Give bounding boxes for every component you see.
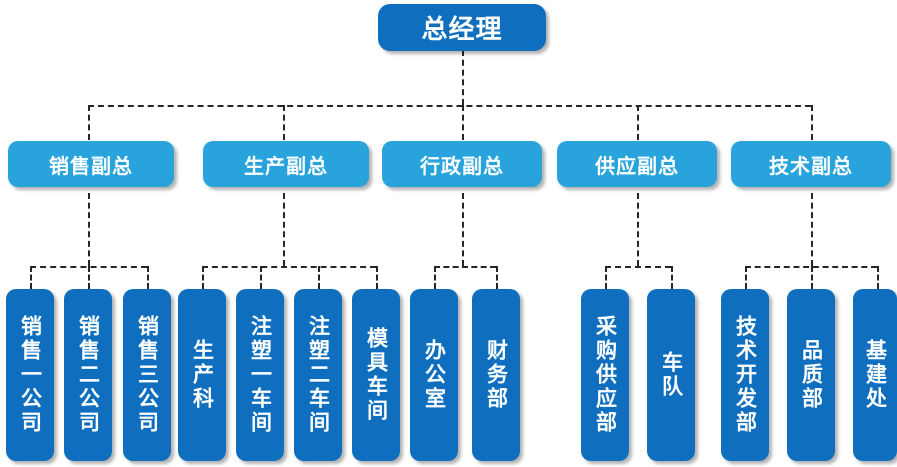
node-label: 技术副总: [769, 155, 853, 178]
connector-technical-stem: [811, 193, 813, 266]
connector-sales-stem: [88, 193, 90, 266]
node-sales-company-1[interactable]: 销售一公司: [6, 289, 54, 461]
node-label: 销售副总: [49, 155, 133, 178]
connector-sales-child-1: [30, 266, 32, 289]
node-label: 注塑一车间: [248, 315, 272, 435]
node-quality-department[interactable]: 品质部: [787, 289, 835, 461]
node-label: 销售三公司: [135, 315, 159, 435]
connector-admin-bus: [434, 266, 496, 268]
connector-production-child-3: [318, 266, 320, 289]
node-label: 销售二公司: [76, 315, 100, 435]
node-injection-workshop-2[interactable]: 注塑二车间: [294, 289, 342, 461]
node-label: 供应副总: [595, 155, 679, 178]
node-label: 注塑二车间: [306, 315, 330, 435]
node-label: 采购供应部: [593, 315, 617, 435]
node-procurement-department[interactable]: 采购供应部: [581, 289, 629, 461]
connector-drop-technical: [811, 105, 813, 140]
node-label: 行政副总: [420, 155, 504, 178]
node-injection-workshop-1[interactable]: 注塑一车间: [236, 289, 284, 461]
node-label: 生产科: [190, 339, 214, 411]
node-infrastructure-office[interactable]: 基建处: [853, 289, 897, 461]
connector-production-child-1: [202, 266, 204, 289]
connector-supply-bus: [605, 266, 671, 268]
connector-admin-child-2: [496, 266, 498, 289]
node-label: 销售一公司: [18, 315, 42, 435]
node-mold-workshop[interactable]: 模具车间: [352, 289, 400, 461]
connector-sales-child-3: [147, 266, 149, 289]
node-label: 生产副总: [244, 155, 328, 178]
connector-technical-child-1: [745, 266, 747, 289]
connector-supply-child-1: [605, 266, 607, 289]
connector-root-stem: [462, 50, 464, 105]
node-sales-company-2[interactable]: 销售二公司: [64, 289, 112, 461]
node-sales-company-3[interactable]: 销售三公司: [123, 289, 171, 461]
connector-sales-child-2: [88, 266, 90, 289]
connector-production-stem: [283, 193, 285, 266]
connector-production-child-4: [376, 266, 378, 289]
connector-admin-stem: [462, 193, 464, 266]
node-finance-department[interactable]: 财务部: [472, 289, 520, 461]
node-sales-vp[interactable]: 销售副总: [8, 141, 174, 187]
node-fleet[interactable]: 车队: [647, 289, 695, 461]
connector-drop-production: [283, 105, 285, 140]
connector-production-child-2: [260, 266, 262, 289]
connector-admin-child-1: [434, 266, 436, 289]
node-label: 基建处: [863, 339, 887, 411]
node-label: 办公室: [422, 339, 446, 411]
connector-drop-admin: [462, 105, 464, 140]
connector-supply-child-2: [671, 266, 673, 289]
node-admin-vp[interactable]: 行政副总: [382, 141, 542, 187]
node-production-vp[interactable]: 生产副总: [203, 141, 369, 187]
node-label: 财务部: [484, 339, 508, 411]
connector-drop-sales: [88, 105, 90, 140]
node-technical-vp[interactable]: 技术副总: [731, 141, 891, 187]
connector-level1-bus: [88, 105, 811, 107]
connector-technical-child-3: [877, 266, 879, 289]
node-supply-vp[interactable]: 供应副总: [557, 141, 717, 187]
node-production-department[interactable]: 生产科: [178, 289, 226, 461]
connector-supply-stem: [637, 193, 639, 266]
node-general-manager[interactable]: 总经理: [378, 4, 546, 51]
node-label: 总经理: [421, 14, 503, 44]
connector-drop-supply: [637, 105, 639, 140]
node-label: 模具车间: [364, 327, 388, 423]
node-label: 品质部: [799, 339, 823, 411]
node-office[interactable]: 办公室: [410, 289, 458, 461]
node-tech-development-department[interactable]: 技术开发部: [721, 289, 769, 461]
connector-technical-child-2: [811, 266, 813, 289]
connector-production-bus: [202, 266, 376, 268]
node-label: 技术开发部: [733, 315, 757, 435]
node-label: 车队: [659, 351, 683, 399]
